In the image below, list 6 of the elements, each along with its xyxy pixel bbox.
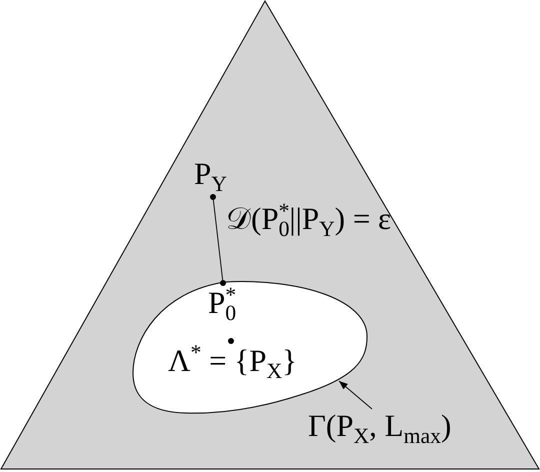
point-label: Λ$^{*}$ = {P$_{X}$} — [168, 344, 297, 378]
connector-line — [212, 200, 224, 280]
region-label: Γ(P$_{X}$, L$_{max}$) — [308, 409, 452, 444]
arrow — [338, 380, 372, 410]
point-label: P$_{Y}$ — [194, 157, 227, 192]
edge-label: 𝒟(P$_{0}$$^{*}$||P$_{Y}$) = ε — [226, 202, 392, 236]
